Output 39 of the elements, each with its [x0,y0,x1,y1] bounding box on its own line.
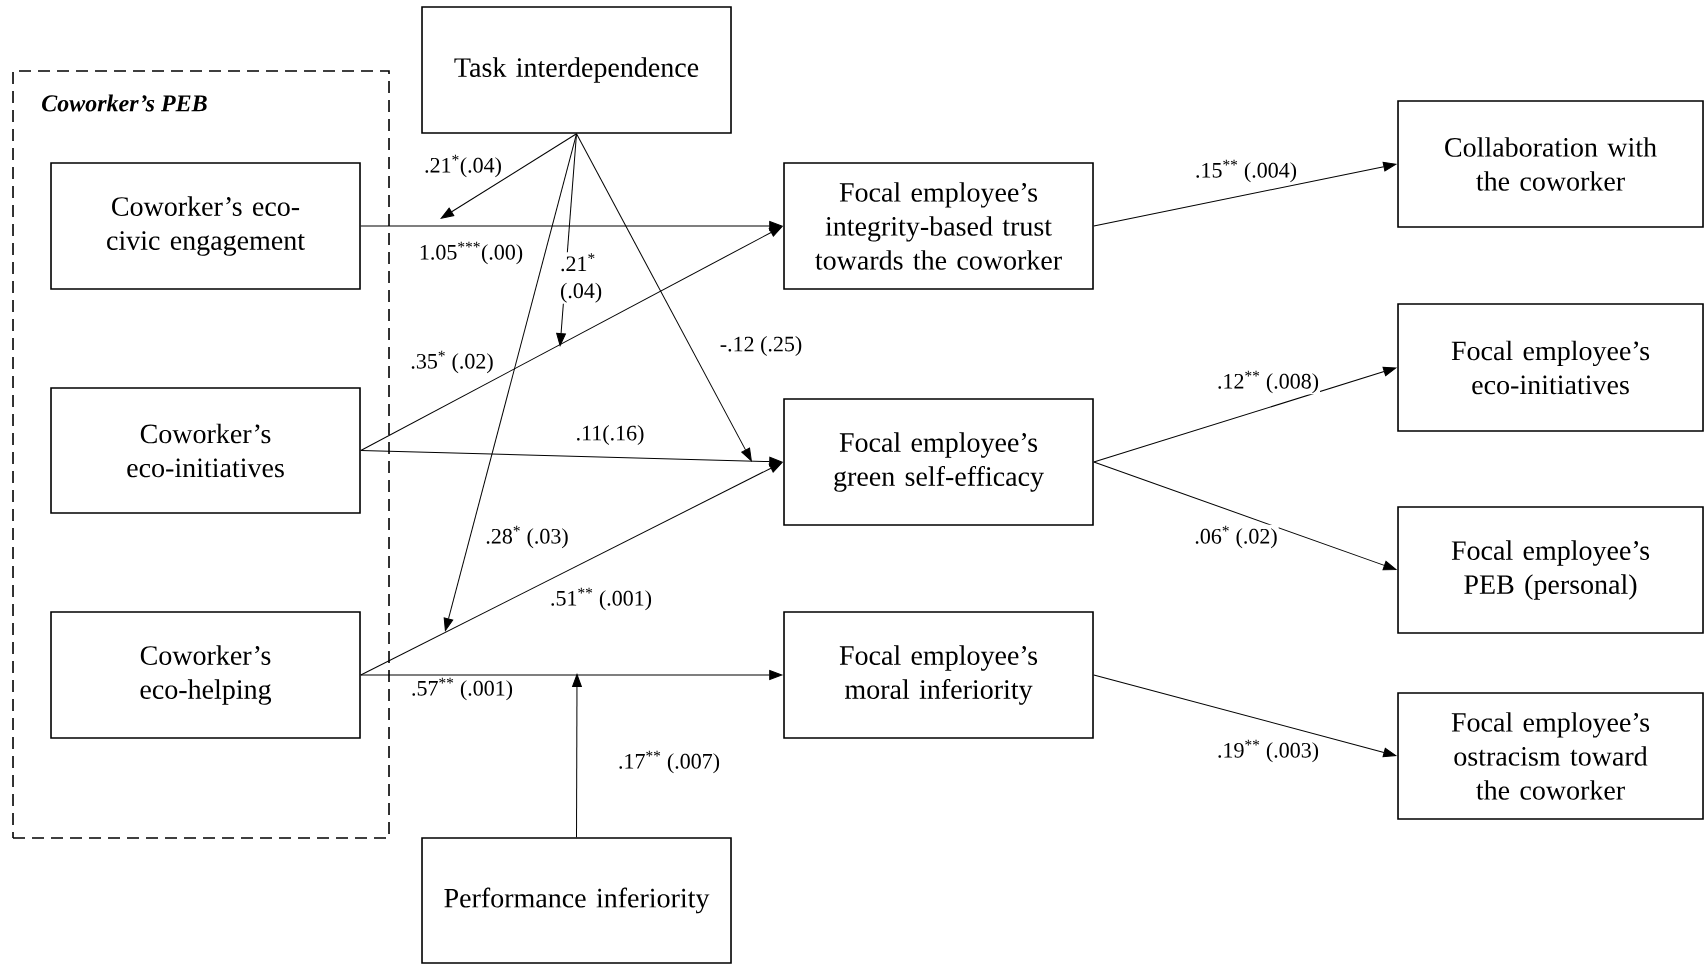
arrow [1093,461,1397,571]
arrow [360,450,783,467]
arrow [1093,366,1397,463]
edge-label: .15$^{**}$ (.004) [1194,158,1299,184]
arrow [360,226,783,451]
variable-box: Coworker’s eco-initiatives [50,387,361,514]
edge-label: .57$^{**}$ (.001) [410,676,515,702]
arrow [443,133,577,632]
edge-label: 1.05$^{***}$(.00) [417,240,525,266]
variable-box: Focal employee’s PEB (personal) [1397,506,1704,634]
arrow [572,674,582,838]
arrow [440,133,577,219]
edge-label: .19$^{**}$ (.003) [1216,738,1321,764]
variable-box: Collaboration with the coworker [1397,100,1704,228]
arrow [1093,674,1397,758]
variable-box: Coworker’s eco-helping [50,611,361,739]
variable-box: Task interdependence [421,6,732,134]
variable-box: Focal employee’s moral inferiority [783,611,1094,739]
variable-box: Focal employee’s eco-initiatives [1397,303,1704,432]
arrow [360,462,783,676]
edge-label: -.12 (.25) [718,335,804,357]
edge-label: .28$^{*}$ (.03) [484,524,570,550]
edge-label: .21$^{*}$(.04) [423,153,503,179]
edge-label: .35$^{*}$ (.02) [409,349,495,375]
arrow [576,133,752,462]
arrow [360,670,783,680]
edge-label: .21$^{*}$ (.04) [559,252,617,304]
arrow [360,221,783,231]
variable-box: Focal employee’s ostracism toward the coworker [1397,692,1704,820]
edge-label: .11(.16) [574,424,646,446]
edge-label: .51$^{**}$ (.001) [549,586,654,612]
variable-box: Coworker’s eco-civic engagement [50,162,361,290]
variable-box: Focal employee’s integrity-based trust towards the coworker [783,162,1094,290]
arrow [1093,161,1397,227]
variable-box: Performance inferiority [421,837,732,964]
edge-label: .17$^{**}$ (.007) [617,749,722,775]
edge-label: .12$^{**}$ (.008) [1216,369,1321,395]
variable-box: Focal employee’s green self-efficacy [783,398,1094,526]
edge-label: .06$^{*}$ (.02) [1193,524,1279,550]
